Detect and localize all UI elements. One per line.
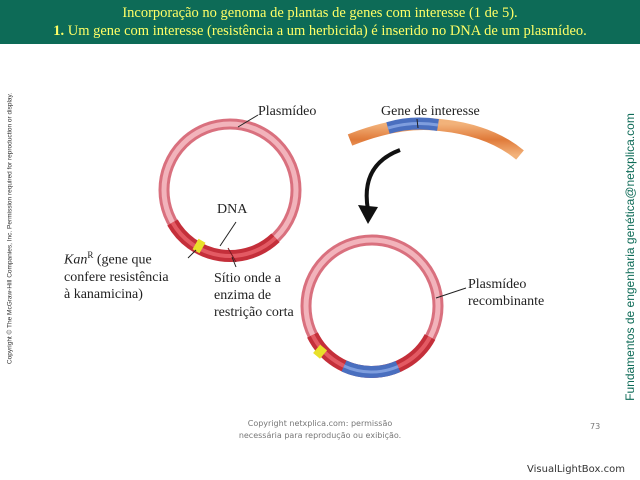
label-recombinant: Plasmídeo recombinante <box>468 276 544 310</box>
footer-copyright: Copyright netxplica.com: permissão neces… <box>200 418 440 442</box>
kan-desc-line2: confere resistência <box>64 269 169 285</box>
site-line1: Sítio onde a <box>214 271 281 286</box>
header-banner: Incorporação no genoma de plantas de gen… <box>0 0 640 44</box>
site-line3: restrição corta <box>214 305 294 320</box>
insertion-arrow <box>358 148 401 224</box>
kan-desc-line1: (gene que <box>93 252 152 268</box>
kan-desc-line3: à kanamicina) <box>64 286 143 302</box>
label-plasmid: Plasmídeo <box>258 104 317 119</box>
plasmid-recombinant <box>300 234 444 378</box>
site-line2: enzima de <box>214 288 272 303</box>
slide-title: Incorporação no genoma de plantas de gen… <box>122 5 518 21</box>
page-number: 73 <box>590 422 601 431</box>
leader-lines <box>187 114 467 299</box>
recomb-line1: Plasmídeo <box>468 277 527 292</box>
watermark[interactable]: VisualLightBox.com <box>527 464 625 475</box>
recomb-line2: recombinante <box>468 294 545 309</box>
recombinant-kan-marker <box>313 344 328 359</box>
step-text: Um gene com interesse (resistência a um … <box>67 23 587 39</box>
footer-line2: necessária para reprodução ou exibição. <box>238 431 402 440</box>
label-gene-of-interest: Gene de interesse <box>381 104 480 119</box>
plasmid-original <box>158 118 302 263</box>
step-description: 1. Um gene com interesse (resistência a … <box>0 22 640 40</box>
label-restriction-site: Sítio onde a enzima de restrição corta <box>214 270 294 321</box>
label-kan: KanR (gene que confere resistência à kan… <box>64 247 169 303</box>
label-dna: DNA <box>217 202 248 217</box>
step-number: 1. <box>53 23 65 39</box>
footer-line1: Copyright netxplica.com: permissão <box>247 419 393 428</box>
kan-superscript: R <box>87 250 94 260</box>
cut-site-mark <box>227 247 237 263</box>
kan-gene-name: Kan <box>64 252 88 268</box>
gene-of-interest-dna <box>347 117 524 160</box>
kan-marker <box>192 238 206 254</box>
